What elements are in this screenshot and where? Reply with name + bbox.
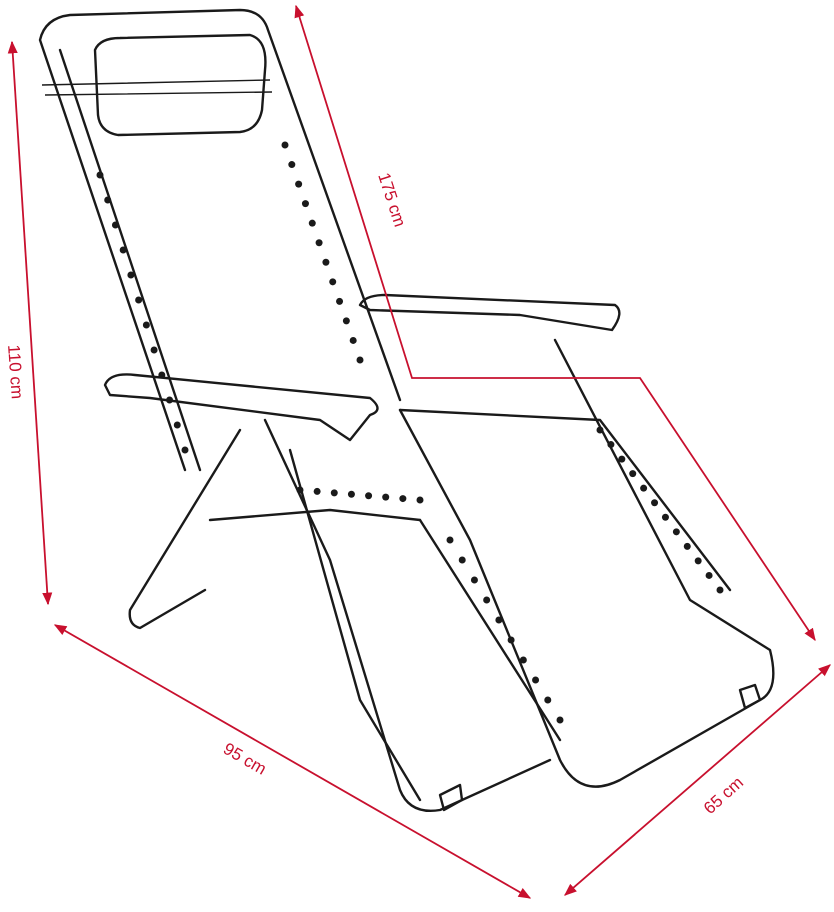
cord-knot [96, 171, 104, 179]
cord-knot [694, 557, 702, 565]
cord-knot [119, 246, 127, 254]
cord-knot [519, 656, 527, 664]
cord-knot [629, 470, 637, 478]
cord-knot [483, 596, 491, 604]
cord-knot [661, 513, 669, 521]
cord-knot [315, 239, 323, 247]
cord-knot [342, 317, 350, 325]
height-dimension-line [7, 40, 53, 606]
armrest-left [103, 373, 379, 442]
cord-knot [104, 196, 112, 204]
cord-knot [365, 492, 373, 500]
cord-knot [556, 716, 564, 724]
cord-knot [336, 297, 344, 305]
backrest-frame [38, 8, 402, 472]
front-leg-left [128, 418, 552, 812]
cord-knot [672, 528, 680, 536]
cord-knot [507, 636, 515, 644]
cord-knot [295, 180, 303, 188]
length-label: 175 cm [374, 170, 409, 229]
cord-knot [329, 278, 337, 286]
cord-knot [596, 426, 604, 434]
cord-knot [416, 496, 424, 504]
cord-knot [301, 200, 309, 208]
cord-knot [150, 346, 158, 354]
foot-cap-left [438, 783, 464, 812]
cord-knot [181, 446, 189, 454]
foot-cap-right [738, 683, 762, 710]
cord-knot [716, 586, 724, 594]
cord-knot [127, 271, 135, 279]
depth-dimension-line [53, 624, 532, 899]
cord-knot [158, 371, 166, 379]
width-label: 65 cm [700, 773, 747, 818]
headrest-pillow [93, 33, 267, 137]
cord-knot [330, 489, 338, 497]
seat-frame [398, 408, 732, 742]
cord-knot [607, 441, 615, 449]
width-dimension-line [564, 664, 831, 896]
cord-knot [640, 484, 648, 492]
chair-drawing [38, 8, 775, 812]
cord-knot [446, 536, 454, 544]
cord-knot [683, 542, 691, 550]
cord-knot [470, 576, 478, 584]
cord-knot [705, 571, 713, 579]
cord-knot [618, 455, 626, 463]
cord-knot [349, 336, 357, 344]
cord-knot [399, 495, 407, 503]
cord-knot [356, 356, 364, 364]
cord-knot [532, 676, 540, 684]
dimension-lines [7, 4, 831, 899]
cord-knot [458, 556, 466, 564]
cord-knot [308, 219, 316, 227]
cord-knot [142, 321, 150, 329]
cord-knot [651, 499, 659, 507]
height-label: 110 cm [4, 344, 27, 400]
leg-right [398, 338, 775, 788]
length-dimension-line [294, 4, 816, 642]
cord-knot [382, 493, 390, 501]
armrest-right [358, 293, 621, 332]
cord-knot [288, 161, 296, 169]
elastic-cords [96, 141, 724, 724]
cord-knot [322, 258, 330, 266]
cord-knot [166, 396, 174, 404]
cord-knot [544, 696, 552, 704]
cord-knot [347, 490, 355, 498]
cord-knot [111, 221, 119, 229]
cord-knot [281, 141, 289, 149]
cord-knot [296, 486, 304, 494]
cord-knot [135, 296, 143, 304]
cord-knot [495, 616, 503, 624]
cord-knot [313, 487, 321, 495]
cord-knot [173, 421, 181, 429]
